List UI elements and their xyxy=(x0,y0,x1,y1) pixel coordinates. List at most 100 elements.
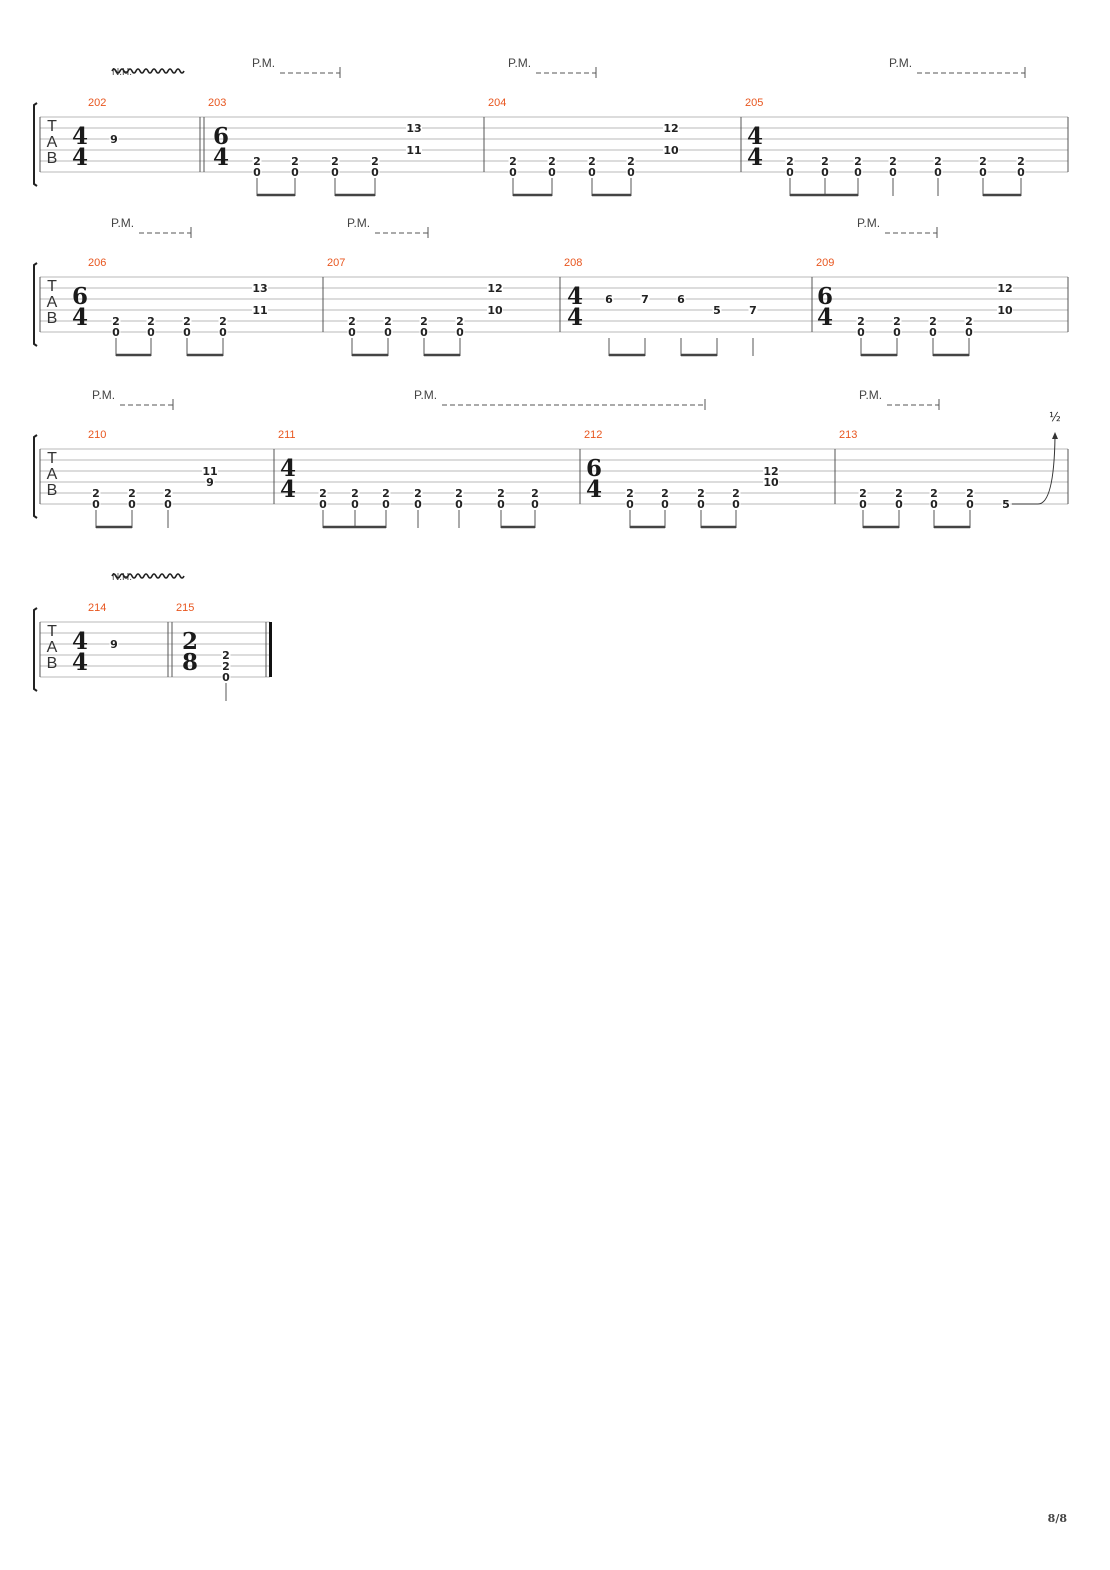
fret-number: 0 xyxy=(661,498,669,511)
fret-background xyxy=(218,326,228,337)
time-signature-numerator: 4 xyxy=(72,123,88,150)
time-signature-denominator: 4 xyxy=(72,649,88,676)
fret-number: 2 xyxy=(965,315,973,328)
fret-background xyxy=(454,487,464,498)
tab-clef-letter: A xyxy=(47,639,58,656)
tab-clef-letter: B xyxy=(47,655,58,672)
fret-background xyxy=(663,144,679,155)
fret-background xyxy=(252,304,268,315)
fret-background xyxy=(347,326,357,337)
fret-number: 0 xyxy=(697,498,705,511)
fret-background xyxy=(252,166,262,177)
measure-number: 208 xyxy=(564,257,582,269)
fret-background xyxy=(370,166,380,177)
palm-mute-label: P.M. xyxy=(508,56,531,70)
fret-background xyxy=(252,282,268,293)
fret-background xyxy=(965,487,975,498)
fret-number: 0 xyxy=(351,498,359,511)
tab-clef-letter: T xyxy=(47,623,57,640)
fret-background xyxy=(370,155,380,166)
tab-clef-letter: B xyxy=(47,150,58,167)
fret-background xyxy=(205,476,215,487)
fret-background xyxy=(202,465,218,476)
fret-number: 0 xyxy=(895,498,903,511)
fret-background xyxy=(182,326,192,337)
fret-background xyxy=(964,326,974,337)
time-signature-denominator: 4 xyxy=(586,476,602,503)
final-barline-thick xyxy=(269,622,272,677)
fret-background xyxy=(111,326,121,337)
fret-background xyxy=(182,315,192,326)
fret-background xyxy=(163,487,173,498)
fret-background xyxy=(383,315,393,326)
fret-background xyxy=(1016,166,1026,177)
tab-clef-letter: B xyxy=(47,482,58,499)
fret-background xyxy=(894,487,904,498)
fret-number: 11 xyxy=(406,144,421,157)
time-signature-denominator: 4 xyxy=(72,304,88,331)
fret-number: 10 xyxy=(997,304,1013,317)
fret-background xyxy=(290,155,300,166)
system-bracket xyxy=(33,262,38,347)
vibrato-wave xyxy=(111,68,185,74)
fret-background xyxy=(696,498,706,509)
fret-background xyxy=(929,498,939,509)
fret-number: 0 xyxy=(219,326,227,339)
time-signature-numerator: 4 xyxy=(747,123,763,150)
tab-clef-letter: B xyxy=(47,310,58,327)
fret-background xyxy=(604,293,614,304)
fret-background xyxy=(91,487,101,498)
fret-number: 2 xyxy=(371,155,379,168)
fret-background xyxy=(330,166,340,177)
fret-number: 12 xyxy=(487,282,502,295)
fret-number: 2 xyxy=(661,487,669,500)
fret-background xyxy=(109,638,119,649)
fret-number: 2 xyxy=(183,315,191,328)
fret-number: 7 xyxy=(749,304,757,317)
fret-number: 11 xyxy=(252,304,267,317)
fret-background xyxy=(330,155,340,166)
fret-number: 2 xyxy=(112,315,120,328)
measure-number: 215 xyxy=(176,602,194,614)
time-signature-numerator: 4 xyxy=(72,628,88,655)
palm-mute-label: P.M. xyxy=(347,216,370,230)
fret-background xyxy=(731,498,741,509)
fret-background xyxy=(1016,155,1026,166)
fret-number: 10 xyxy=(663,144,679,157)
fret-background xyxy=(763,465,779,476)
fret-number: 0 xyxy=(857,326,865,339)
fret-background xyxy=(626,166,636,177)
fret-background xyxy=(419,326,429,337)
fret-number: 2 xyxy=(331,155,339,168)
fret-background xyxy=(221,671,231,682)
fret-background xyxy=(785,155,795,166)
fret-background xyxy=(964,315,974,326)
fret-number: 0 xyxy=(222,671,230,684)
fret-background xyxy=(455,326,465,337)
fret-number: 2 xyxy=(319,487,327,500)
fret-number: 10 xyxy=(487,304,503,317)
fret-background xyxy=(163,498,173,509)
measure-number: 214 xyxy=(88,602,106,614)
measure-number: 209 xyxy=(816,257,834,269)
fret-number: 2 xyxy=(929,315,937,328)
measure-number: 213 xyxy=(839,429,857,441)
fret-number: 2 xyxy=(531,487,539,500)
measure-number: 204 xyxy=(488,97,506,109)
fret-background xyxy=(496,487,506,498)
time-signature-denominator: 4 xyxy=(213,144,229,171)
page-number: 8/8 xyxy=(1048,1512,1068,1525)
measure-number: 212 xyxy=(584,429,602,441)
fret-background xyxy=(530,498,540,509)
fret-number: 2 xyxy=(786,155,794,168)
fret-number: 12 xyxy=(763,465,778,478)
fret-number: 6 xyxy=(605,293,613,306)
fret-number: 0 xyxy=(147,326,155,339)
fret-number: 2 xyxy=(382,487,390,500)
fret-background xyxy=(997,304,1013,315)
fret-background xyxy=(547,166,557,177)
fret-number: 0 xyxy=(420,326,428,339)
fret-number: 0 xyxy=(889,166,897,179)
fret-number: 2 xyxy=(164,487,172,500)
